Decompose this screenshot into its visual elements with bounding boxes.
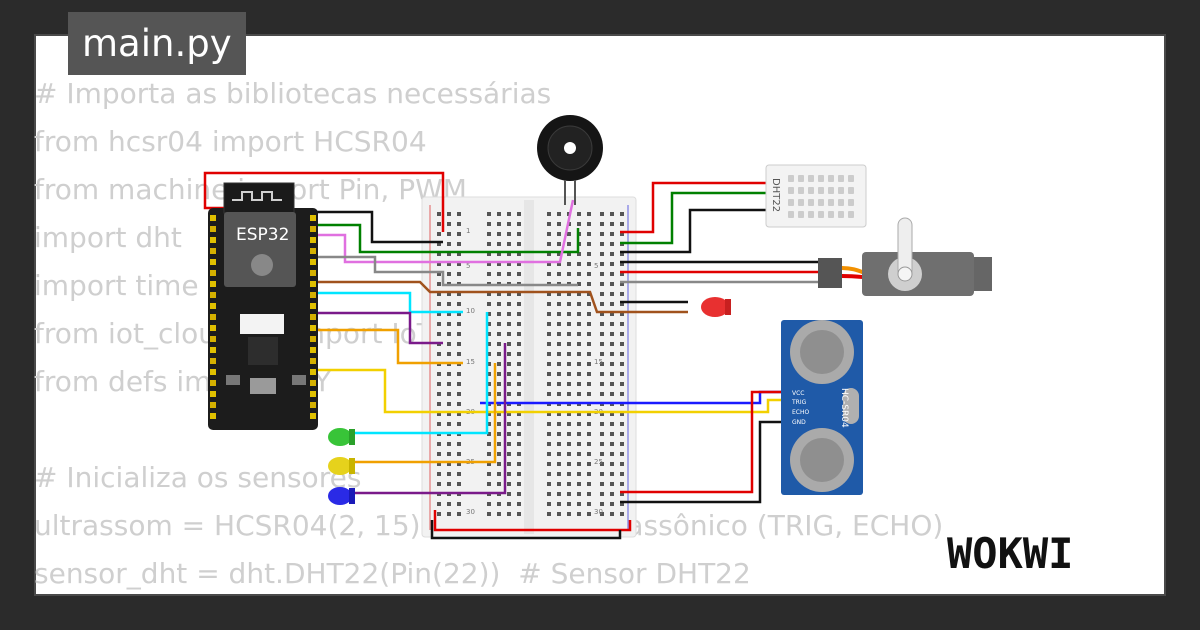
pin-label-vcc: VCC (792, 390, 804, 397)
wire-black-dht (620, 208, 773, 254)
wire-red-sensor (620, 390, 785, 494)
wire-green-dht (620, 191, 773, 245)
code-line: import dht (34, 221, 182, 254)
wire-red-power (433, 510, 632, 532)
wire-brown (316, 280, 688, 314)
row-number: 1 (466, 227, 470, 235)
led-green[interactable] (328, 428, 355, 446)
code-line: # Inicializa os sensores (34, 461, 362, 494)
row-number: 5 (594, 262, 598, 270)
code-listing: # Importa as bibliotecas necessárias fro… (34, 70, 943, 598)
servo-motor[interactable] (818, 217, 992, 296)
row-number: 25 (594, 458, 603, 466)
row-number: 15 (594, 358, 603, 366)
row-number: 10 (466, 307, 475, 315)
file-tab[interactable]: main.py (68, 12, 246, 75)
led-red[interactable] (701, 297, 731, 317)
led-yellow[interactable] (328, 457, 355, 475)
row-number: 15 (466, 358, 475, 366)
wire-purple (316, 311, 443, 345)
wire-orange (316, 328, 463, 365)
code-line: sensor_dht = dht.DHT22(Pin(22)) # Sensor… (34, 557, 751, 590)
wire-led-orange (355, 363, 497, 464)
pin-label-gnd: GND (792, 419, 806, 426)
ultrasonic-sensor[interactable]: HC-SR04 VCC TRIG ECHO GND (781, 320, 863, 495)
code-line: from hcsr04 import HCSR04 (34, 125, 427, 158)
pin-label-trig: TRIG (791, 399, 807, 406)
esp32-board[interactable]: ESP32 (208, 182, 318, 430)
row-number: 5 (466, 262, 470, 270)
wire-red (203, 171, 445, 232)
row-number: 30 (594, 508, 603, 516)
wire-black (316, 210, 443, 244)
wire-black-sensor (620, 420, 785, 504)
wire-cyan (316, 291, 463, 314)
wokwi-logo-text: WOKWI (947, 529, 1073, 578)
wire-yellow (316, 368, 785, 414)
wire-led-purple (355, 343, 507, 495)
wire-led-cyan (355, 312, 489, 435)
dht22-sensor[interactable]: DHT22 (765, 164, 867, 228)
esp32-label: ESP32 (236, 225, 289, 245)
wires (203, 171, 818, 540)
pin-label-echo: ECHO (792, 409, 809, 416)
wire-gray (316, 255, 578, 287)
wire-pink (316, 199, 575, 264)
row-number: 30 (466, 508, 475, 516)
wokwi-logo: WOKWI (947, 529, 1073, 578)
wire-green (316, 223, 580, 254)
hcsr04-label: HC-SR04 (839, 388, 849, 428)
buzzer[interactable] (537, 115, 603, 205)
breadboard: 1 5 10 15 20 25 30 5 15 20 25 30 (421, 196, 637, 538)
wire-black-power (430, 520, 622, 540)
dht22-label: DHT22 (770, 178, 781, 212)
code-line: # Importa as bibliotecas necessárias (34, 77, 552, 110)
code-line: import time (34, 269, 199, 302)
wire-red-dht (620, 181, 773, 234)
led-blue[interactable] (328, 487, 355, 505)
